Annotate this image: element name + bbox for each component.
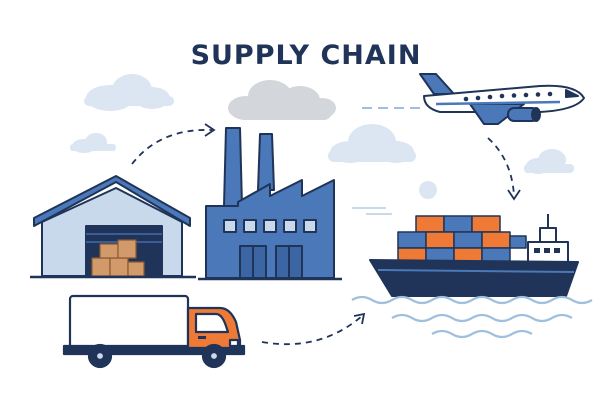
dashed-arrow-icon: [487, 137, 515, 197]
arrowhead-icon: [204, 123, 216, 137]
cloud-icon: [84, 74, 174, 111]
cargo-ship-icon: [369, 214, 579, 297]
smoke-cloud-icon: [228, 80, 336, 120]
delivery-truck-icon: [62, 294, 246, 369]
sun-dot: [419, 181, 437, 199]
page-title: SUPPLY CHAIN: [190, 40, 422, 71]
cloud-icon: [70, 133, 116, 153]
warehouse-icon: [30, 175, 196, 279]
speed-lines: [352, 207, 392, 215]
arrowhead-icon: [353, 312, 366, 325]
arrowhead-icon: [507, 189, 521, 201]
water-waves: [351, 295, 593, 339]
cloud-icon: [328, 124, 416, 163]
dashed-arrow-icon: [131, 129, 213, 165]
cloud-icon: [524, 149, 574, 174]
airplane-icon: [419, 73, 585, 125]
factory-icon: [198, 127, 342, 281]
dashed-arrow-icon: [261, 315, 363, 346]
